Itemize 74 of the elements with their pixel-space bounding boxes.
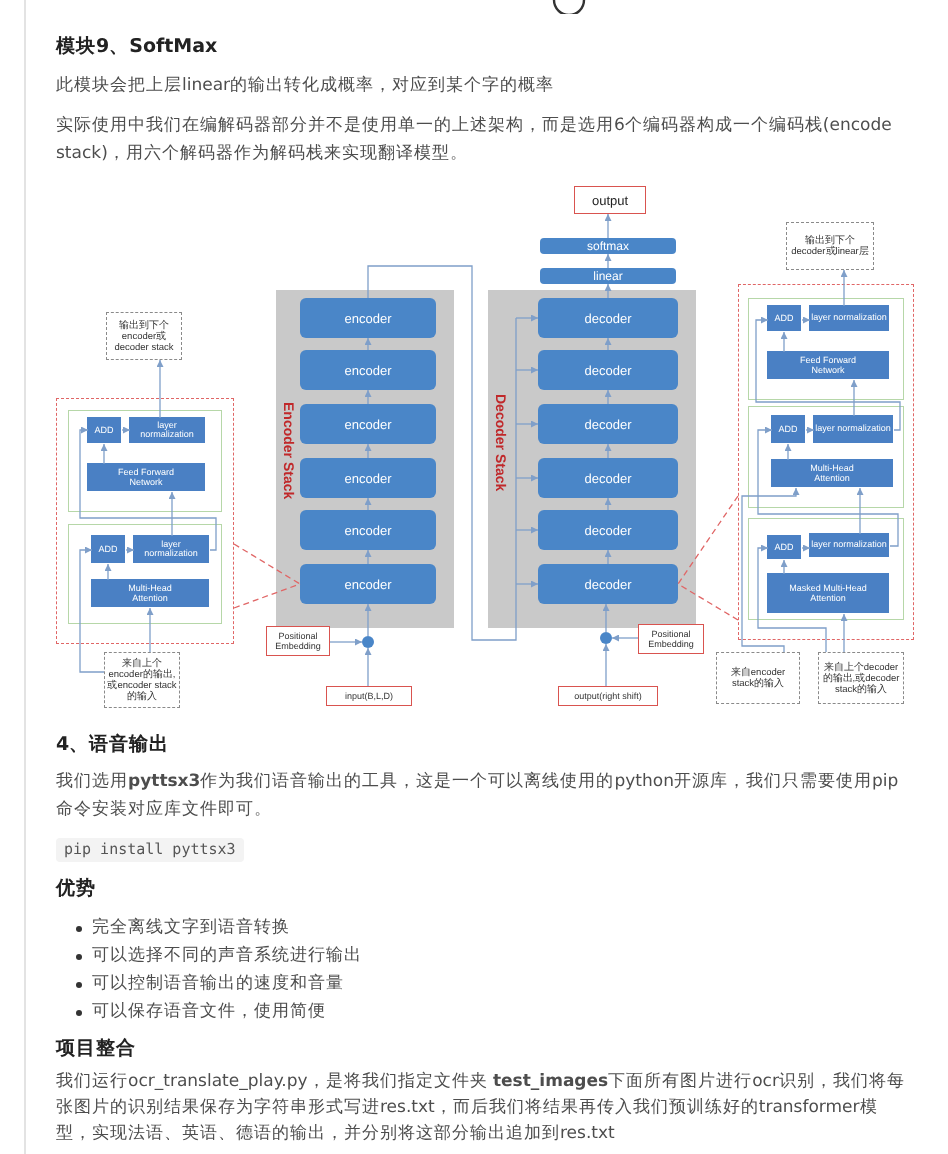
arrow [780,559,788,575]
arrow [515,474,539,482]
arrow [364,603,372,637]
zoom-panel [738,284,914,640]
arrow [515,420,539,428]
arrow [515,366,539,374]
paragraph: 实际使用中我们在编解码器部分并不是使用单一的上述架构，而是选用6个编码器构成一个编码栈(encode stack)，用六个解码器作为解码栈来实现翻译模型。 [56,114,894,168]
arrow [741,487,800,653]
arrow [364,647,372,687]
arrow [604,283,612,299]
arrow [840,613,848,653]
arrow [602,603,610,633]
arrow [604,549,612,565]
stack-panel [488,290,696,628]
arrow [611,634,639,642]
connector-line [367,265,517,641]
arrow [604,253,612,269]
arrow [757,426,899,547]
arrow [805,426,815,434]
sublayer-panel [747,517,904,620]
arrow [364,497,372,511]
arrow [329,638,363,646]
arrow [515,526,539,534]
list-item-text: 可以保存语音文件，使用简便 [92,999,326,1026]
arrow [146,607,154,653]
arrow [801,544,811,552]
arrow [125,546,135,554]
arrow [784,443,792,461]
arrow [515,580,539,588]
arrow [604,443,612,459]
arrow [850,379,858,417]
zoom-line [677,583,739,621]
zoom-line [233,583,301,609]
list-item-text: 完全离线文字到语音转换 [92,915,290,942]
section-heading: 模块9、SoftMax [56,34,218,62]
paragraph: 我们运行ocr_translate_play.py，是将我们指定文件夹 test_images下面所有图片进行ocr识别，我们将每张图片的识别结果保存为字符串形式写进res.txt，而后我们将结果再传入我们预训练好的transformer模型，实现法语、英语、德语的输出，并分别将这部分输出追加到res.txt [56,1070,907,1148]
arrow [364,337,372,351]
arrow [604,337,612,351]
arrow [79,426,217,551]
arrow [104,563,112,581]
arrow [364,389,372,405]
arrow [79,546,105,673]
zoom-line [233,543,301,585]
sublayer-panel [747,405,904,508]
arrow [515,314,539,322]
arrow [604,213,612,239]
arrow [168,491,176,537]
sublayer-panel [67,409,222,512]
arrow [856,487,864,535]
section-heading: 项目整合 [56,1036,136,1064]
arrow [801,316,811,324]
arrow [755,316,901,431]
arrow [840,269,848,307]
paragraph: 我们选用pyttsx3作为我们语音输出的工具，这是一个可以离线使用的python开源库，我们只需要使用pip命令安装对应库文件即可。 [56,769,901,824]
zoom-line [677,495,739,585]
list-item-text: 可以选择不同的声音系统进行输出 [92,943,362,970]
arrow [156,359,164,419]
arrow [602,643,610,687]
arrow [780,331,788,353]
list-item-text: 可以控制语音输出的速度和音量 [92,971,344,998]
arrow [757,544,827,653]
sublayer-panel [747,297,904,400]
stack-panel [276,290,454,628]
sublayer-panel [67,523,222,624]
arrow [364,549,372,565]
section-heading: 优势 [56,876,96,904]
arrow [604,497,612,511]
arrow [100,443,108,465]
arrow [121,426,131,434]
paragraph: 此模块会把上层linear的输出转化成概率，对应到某个字的概率 [56,73,557,100]
zoom-panel [56,398,234,644]
arrow [364,443,372,459]
arrow [604,389,612,405]
section-heading: 4、语音输出 [56,732,170,760]
